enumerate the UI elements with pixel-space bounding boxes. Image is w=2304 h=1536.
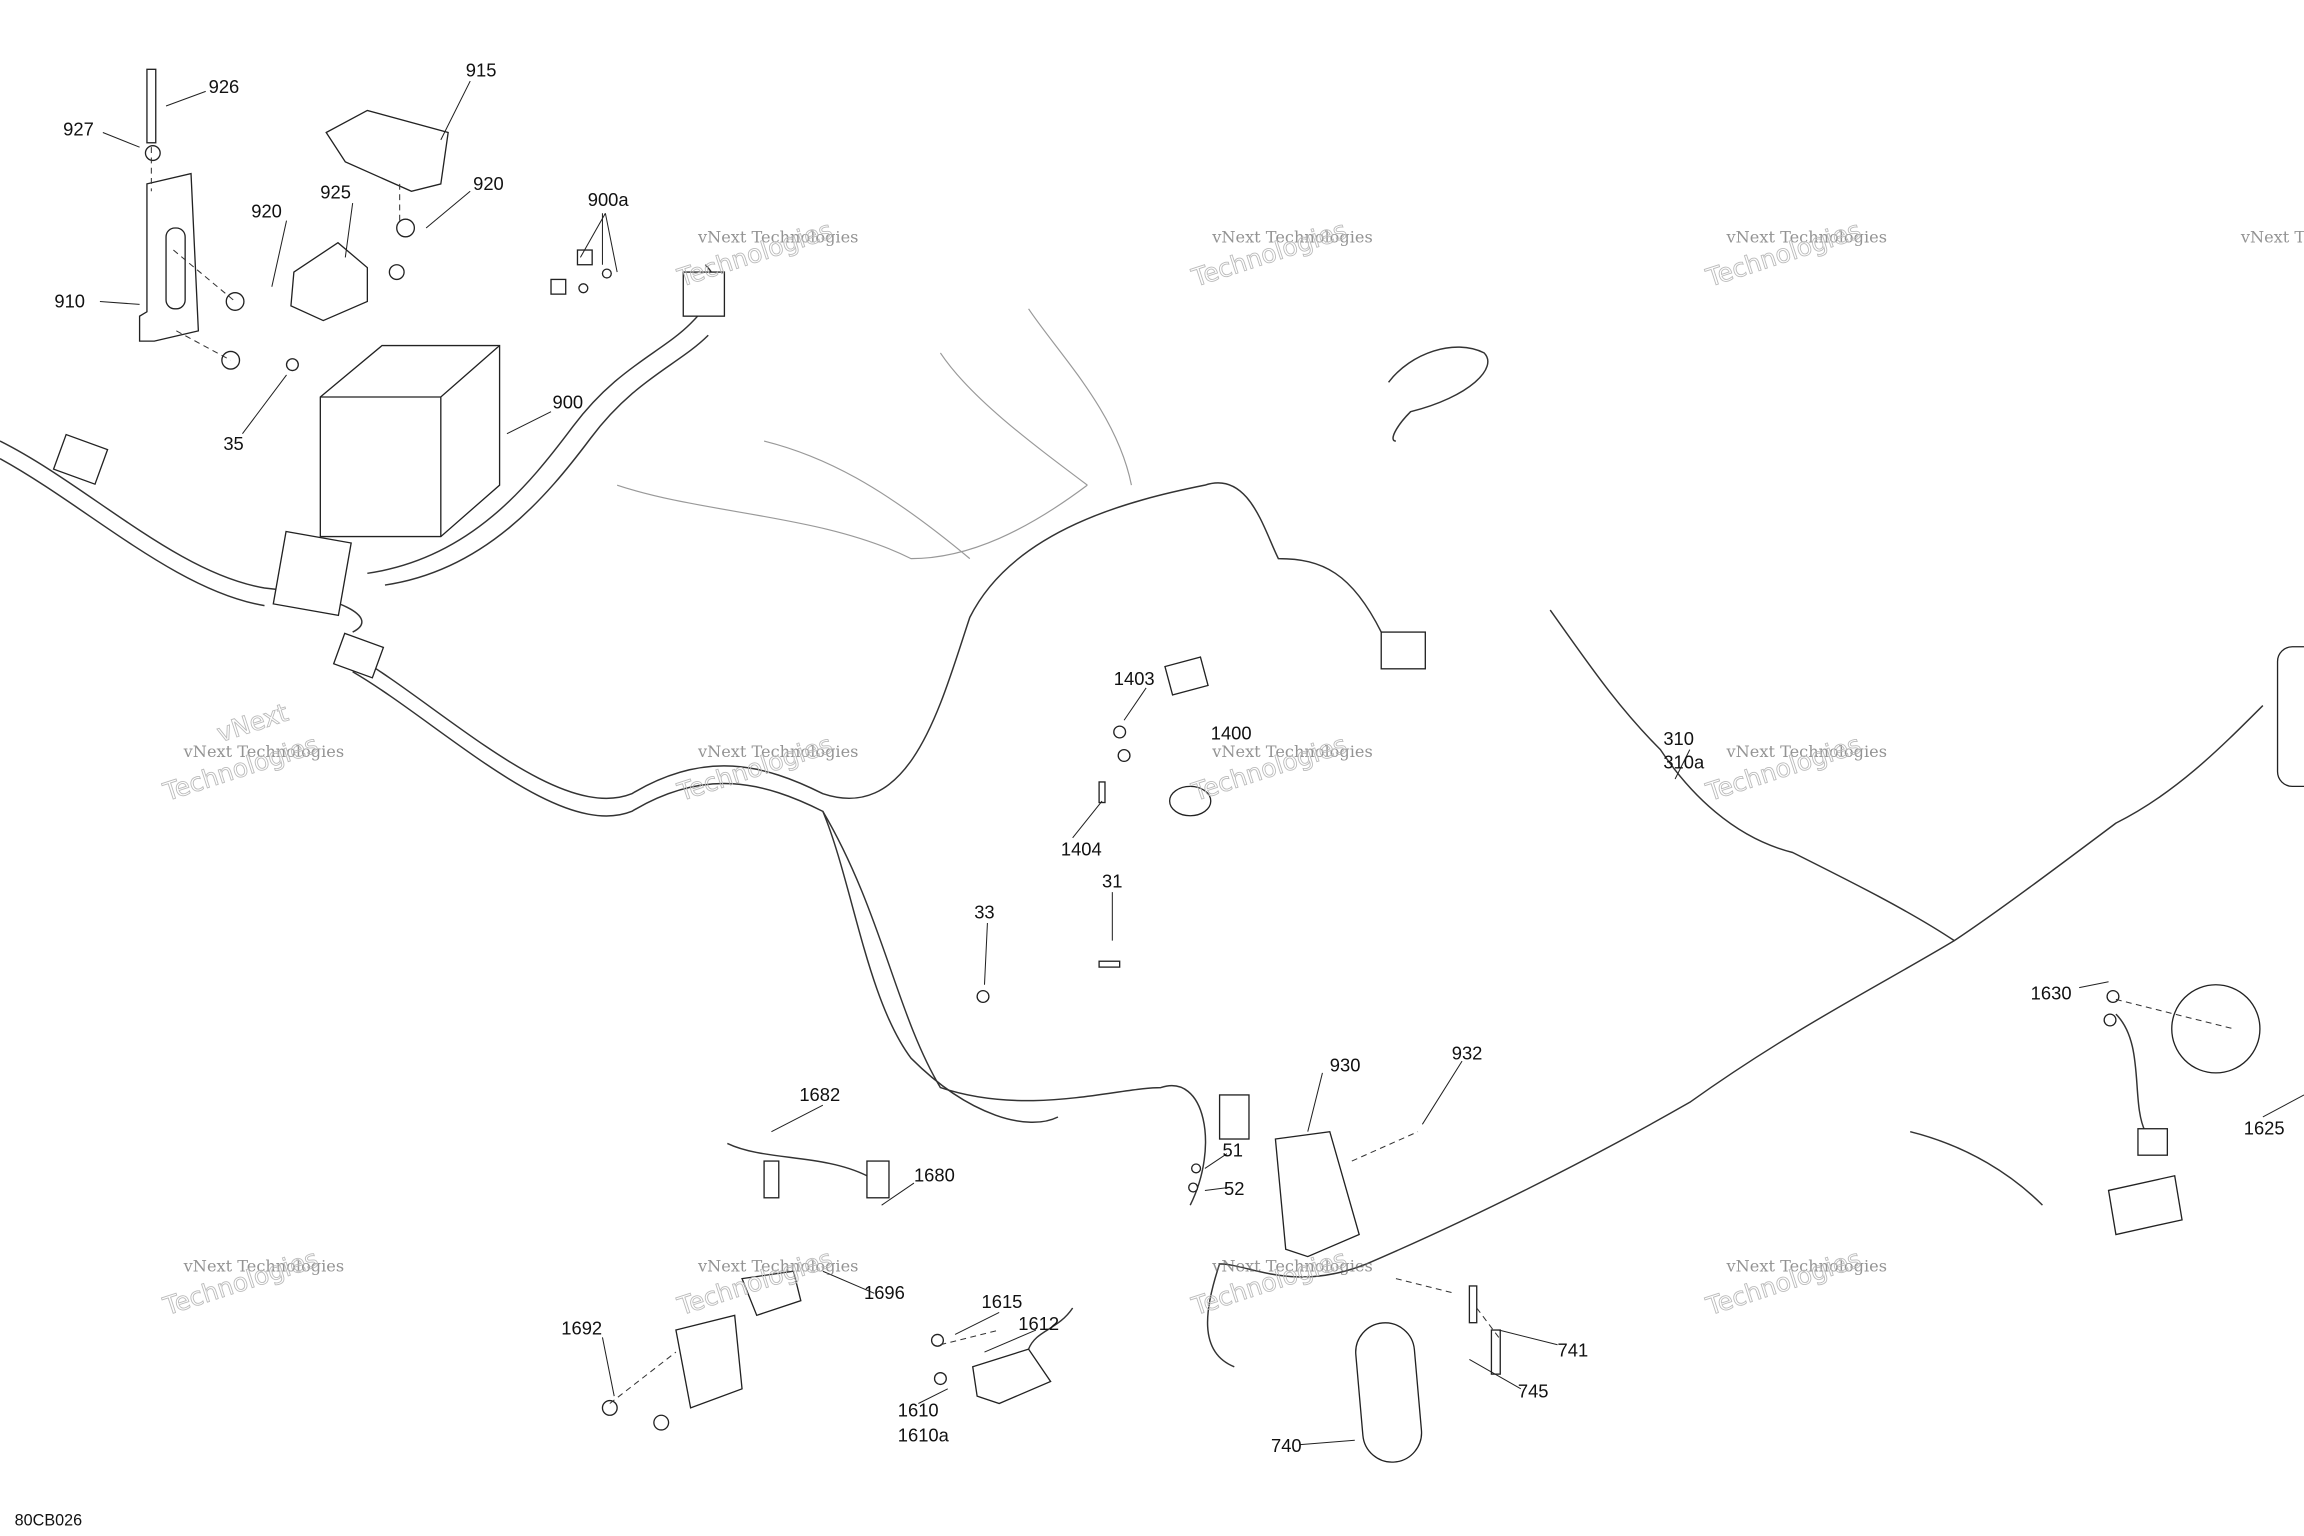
diagram-id: 80CB026 [15, 1511, 82, 1529]
light-1625 [2137, 984, 2261, 1156]
cover-plate [290, 241, 369, 322]
watermark-text: vNext Technologies [183, 742, 345, 761]
leader-lines [99, 80, 2304, 1446]
callout-1612[interactable]: 1612 [1018, 1313, 1059, 1334]
watermark-text: vNext Technologies [1211, 228, 1373, 247]
battery [319, 344, 501, 538]
callout-33[interactable]: 33 [974, 902, 994, 923]
callout-741[interactable]: 741 [1558, 1339, 1589, 1360]
callout-925[interactable]: 925 [320, 182, 351, 203]
callout-926[interactable]: 926 [209, 76, 240, 97]
watermark-text: vNext Technologies [183, 1256, 345, 1275]
callout-1680[interactable]: 1680 [914, 1165, 955, 1186]
callout-1403[interactable]: 1403 [1114, 668, 1155, 689]
callout-920[interactable]: 920 [251, 201, 282, 222]
module-1612-right [2107, 1174, 2183, 1236]
callout-1610a[interactable]: 1610a [898, 1425, 950, 1446]
callout-1610[interactable]: 1610 [898, 1400, 939, 1421]
callout-1630[interactable]: 1630 [2031, 982, 2072, 1003]
watermark-text: vNext Technologies [1726, 742, 1887, 761]
watermark-text: vNext Technologies [697, 228, 858, 247]
callout-1696[interactable]: 1696 [864, 1282, 905, 1303]
watermark-text: vNext Technologies [697, 1256, 858, 1275]
light-740 [1355, 1322, 1423, 1463]
callout-35[interactable]: 35 [223, 433, 243, 454]
sensor-1400 [1168, 785, 1212, 817]
sensor-1696 [741, 1270, 802, 1317]
right-housing [2276, 646, 2304, 788]
module-930 [1274, 1130, 1360, 1258]
callout-932[interactable]: 932 [1452, 1043, 1483, 1064]
watermark-text: vNext Technologies [1726, 1256, 1887, 1275]
callout-52[interactable]: 52 [1224, 1178, 1244, 1199]
callout-920[interactable]: 920 [473, 173, 504, 194]
module-1610 [971, 1307, 1074, 1405]
watermark-text: vNext Technologies [1211, 742, 1373, 761]
watermark-text: vNext Technologies [1211, 1256, 1373, 1275]
callout-1692[interactable]: 1692 [561, 1317, 602, 1338]
terminal-cover [325, 109, 449, 192]
wiring-harness [0, 264, 2264, 1368]
callout-51[interactable]: 51 [1223, 1140, 1243, 1161]
alignment-lines [150, 147, 2234, 1404]
callout-310a[interactable]: 310a [1663, 752, 1705, 773]
callout-900a[interactable]: 900a [588, 189, 630, 210]
callout-927[interactable]: 927 [63, 118, 94, 139]
callout-31[interactable]: 31 [1102, 871, 1122, 892]
callout-910[interactable]: 910 [54, 290, 85, 311]
watermark-text: vNext Technologies [2240, 228, 2304, 247]
sensor-1680 [727, 1142, 890, 1199]
callout-1615[interactable]: 1615 [982, 1291, 1023, 1312]
watermark-text: vNext Technologies [1726, 228, 1887, 247]
hardware [144, 68, 2120, 1431]
battery-bracket [138, 172, 200, 342]
callout-1400[interactable]: 1400 [1211, 722, 1252, 743]
callout-900[interactable]: 900 [552, 392, 583, 413]
callouts: 926 927 915 920 920 925 910 900a 900 35 … [15, 60, 2285, 1530]
callout-310[interactable]: 310 [1663, 728, 1694, 749]
callout-1625[interactable]: 1625 [2244, 1118, 2285, 1139]
callout-745[interactable]: 745 [1518, 1381, 1549, 1402]
bracket-1692 [675, 1314, 743, 1409]
callout-915[interactable]: 915 [466, 60, 497, 81]
watermark-text: vNext Technologies [697, 742, 858, 761]
callout-740[interactable]: 740 [1271, 1435, 1302, 1456]
callout-1682[interactable]: 1682 [799, 1084, 840, 1105]
callout-1404[interactable]: 1404 [1061, 838, 1102, 859]
connectors [52, 271, 1426, 1140]
callout-930[interactable]: 930 [1330, 1054, 1361, 1075]
